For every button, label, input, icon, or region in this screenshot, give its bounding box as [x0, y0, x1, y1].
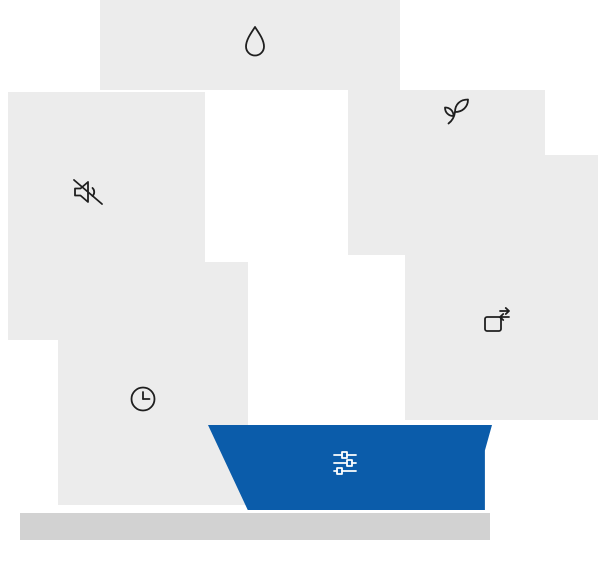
tile-device[interactable] [405, 155, 598, 420]
sliders-icon [330, 448, 360, 478]
water-drop-icon [239, 22, 271, 62]
leaf-icon [438, 95, 474, 129]
clock-icon [127, 383, 159, 415]
muted-speaker-icon [69, 175, 107, 209]
device-switch-icon [477, 304, 513, 340]
tile-timer[interactable] [58, 262, 248, 505]
tile-water[interactable] [100, 0, 400, 90]
tile-equalizer[interactable] [208, 425, 492, 510]
bottom-bar [20, 513, 490, 540]
